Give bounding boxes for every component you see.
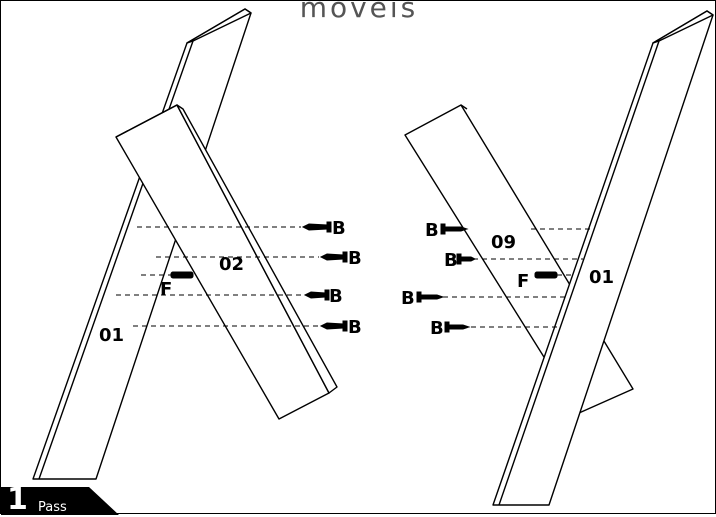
label-screw-b: B [430, 318, 444, 339]
label-screw-b: B [425, 220, 439, 241]
dowel-icon [534, 271, 558, 279]
screw-icon [303, 289, 330, 301]
step-number: 1 [7, 482, 28, 517]
screw-icon [456, 253, 477, 265]
screw-icon [319, 251, 348, 263]
label-left-front-panel: 02 [219, 254, 244, 275]
screw-icon [416, 291, 445, 303]
step-word: Pass [38, 500, 67, 515]
screw-icon [444, 321, 471, 333]
guide-lines [116, 226, 591, 328]
label-left-side-panel: 01 [99, 325, 124, 346]
panel-left-side-edge [186, 8, 252, 44]
panel-left-front-edge [176, 104, 338, 394]
panel-right-back-edge [460, 104, 468, 110]
label-screw-b: B [401, 288, 415, 309]
screw-icon [319, 320, 348, 332]
panel-left-front-top [115, 104, 178, 138]
label-screw-b: B [329, 286, 343, 307]
label-dowel-f: F [160, 279, 172, 300]
brand-logo: moveis [299, 0, 419, 24]
label-screw-b: B [348, 317, 362, 338]
step-badge [1, 487, 119, 515]
dowel-icon [170, 271, 194, 279]
screw-icon [301, 221, 332, 233]
panel-right-side-edge-line [498, 40, 660, 506]
label-right-back-panel: 09 [491, 232, 516, 253]
label-screw-b: B [332, 218, 346, 239]
label-dowel-f: F [517, 271, 529, 292]
panel-right-side-edge [652, 10, 714, 44]
dowels [170, 271, 558, 279]
label-screw-b: B [444, 250, 458, 271]
screws [301, 221, 477, 333]
label-screw-b: B [348, 248, 362, 269]
screw-icon [440, 223, 469, 235]
step-badge-shape [1, 487, 119, 515]
label-right-side-panel: 01 [589, 267, 614, 288]
